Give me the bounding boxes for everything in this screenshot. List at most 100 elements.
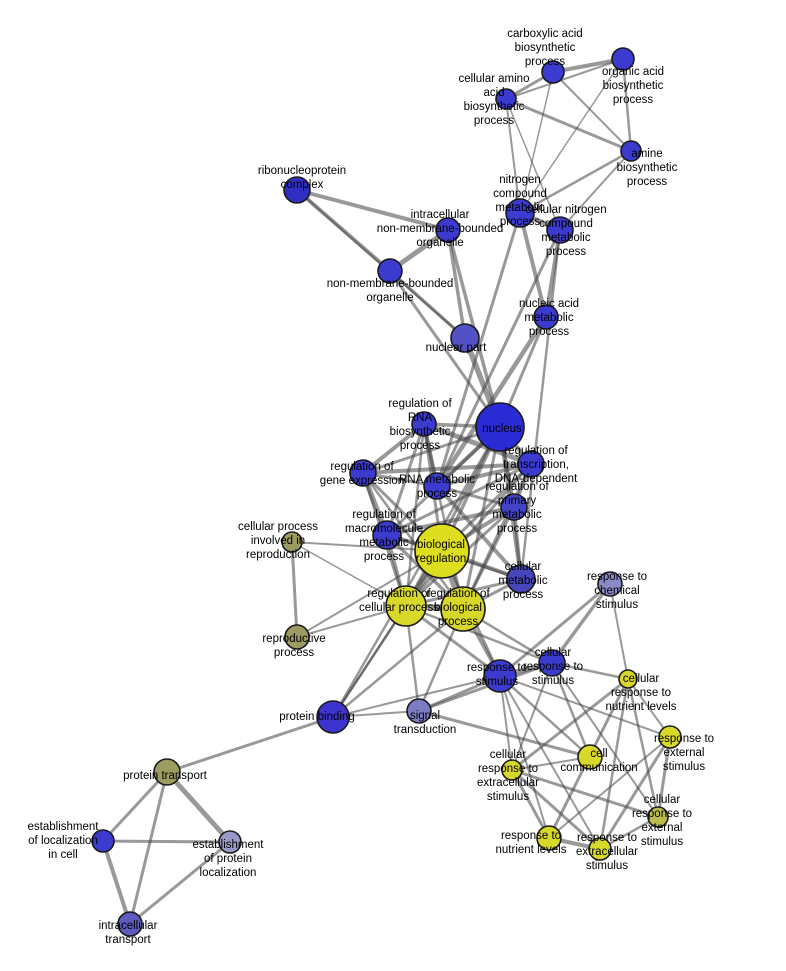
edge-protein_transport--estab_loc_cell bbox=[101, 770, 169, 843]
node-reg_gene_expr[interactable] bbox=[349, 459, 377, 487]
edge-carboxylic--nitrogen_compound bbox=[519, 71, 554, 214]
nodes-layer bbox=[91, 47, 682, 937]
edge-intracellular_nmbo--nuclear_part bbox=[446, 228, 467, 340]
edge-reproductive_process--biological_regulation bbox=[296, 550, 443, 638]
edge-estab_loc_cell--estab_protein_loc bbox=[101, 839, 232, 844]
edge-cellular_resp_stimulus--cell_communication bbox=[550, 661, 592, 759]
edge-response_chemical--cellular_resp_nutrient bbox=[609, 583, 629, 680]
edge-ribonucleoprotein--intracellular_nmbo bbox=[295, 188, 450, 232]
edge-estab_loc_cell--intracellular_transport bbox=[101, 839, 132, 926]
node-organic[interactable] bbox=[611, 47, 635, 71]
node-response_chemical[interactable] bbox=[597, 571, 623, 597]
edge-cellular_amino--amine bbox=[504, 97, 633, 153]
node-carboxylic[interactable] bbox=[541, 60, 565, 84]
edge-carboxylic--organic bbox=[551, 57, 625, 74]
node-intracellular_nmbo[interactable] bbox=[435, 217, 461, 243]
node-ribonucleoprotein[interactable] bbox=[283, 176, 311, 204]
edge-rna_metabolic--cellular_metabolic bbox=[435, 484, 523, 581]
node-reproductive_process[interactable] bbox=[284, 624, 310, 650]
edge-response_stimulus--response_nutrient bbox=[499, 675, 550, 839]
node-reg_transcription[interactable] bbox=[517, 450, 545, 478]
node-protein_transport[interactable] bbox=[153, 758, 181, 786]
edge-cellular_resp_nutrient--response_external bbox=[627, 678, 671, 738]
node-nuclear_part[interactable] bbox=[450, 323, 480, 353]
node-estab_protein_loc[interactable] bbox=[218, 830, 242, 854]
node-response_extracellular[interactable] bbox=[588, 837, 612, 861]
label-protein_binding: protein binding bbox=[279, 711, 354, 723]
edge-reg_rna_biosyn--reg_transcription bbox=[421, 421, 534, 467]
node-biological_regulation[interactable] bbox=[414, 523, 470, 579]
node-rna_metabolic[interactable] bbox=[423, 472, 451, 500]
edge-cellular_amino--cellular_nitrogen bbox=[505, 98, 561, 231]
label-nucleus: nucleus bbox=[482, 423, 522, 435]
node-nitrogen_compound[interactable] bbox=[505, 198, 535, 228]
node-reg_macromolecule[interactable] bbox=[372, 520, 402, 550]
edge-reg_primary--reg_macromolecule bbox=[385, 505, 516, 537]
node-reg_primary[interactable] bbox=[500, 493, 528, 521]
edge-response_stimulus--cell_communication bbox=[498, 674, 592, 759]
node-response_stimulus[interactable] bbox=[483, 659, 517, 693]
edge-nitrogen_compound--nucleic_acid bbox=[518, 211, 548, 319]
label-nuclear_part: nuclear part bbox=[426, 342, 488, 354]
node-nmbo[interactable] bbox=[377, 258, 403, 284]
edge-protein_binding--response_stimulus bbox=[332, 675, 501, 718]
edge-protein_binding--protein_transport bbox=[165, 715, 335, 774]
edge-carboxylic--amine bbox=[552, 71, 632, 152]
node-response_external[interactable] bbox=[658, 725, 682, 749]
edge-cell_communication--cellular_resp_extracellular bbox=[511, 756, 591, 771]
node-cellular_nitrogen[interactable] bbox=[546, 216, 574, 244]
edge-cellular_nitrogen--rna_metabolic bbox=[435, 228, 562, 488]
edge-response_extracellular--cellular_resp_extracellular bbox=[510, 768, 602, 851]
edge-amine--nitrogen_compound bbox=[518, 149, 633, 215]
node-cellular_resp_extracellular[interactable] bbox=[501, 759, 523, 781]
node-cellular_metabolic[interactable] bbox=[506, 564, 536, 594]
node-cellular_amino[interactable] bbox=[495, 88, 517, 110]
node-nucleic_acid[interactable] bbox=[533, 304, 559, 330]
edge-cell_process_repro--reg_cellular_proc bbox=[291, 541, 407, 607]
node-cellular_resp_nutrient[interactable] bbox=[618, 669, 638, 689]
edge-protein_transport--intracellular_transport bbox=[128, 770, 169, 926]
node-intracellular_transport[interactable] bbox=[117, 911, 143, 937]
edge-cellular_nitrogen--cellular_metabolic bbox=[519, 228, 562, 581]
node-reg_biological_proc[interactable] bbox=[440, 586, 486, 632]
edge-cellular_resp_stimulus--response_chemical bbox=[550, 582, 612, 665]
node-estab_loc_cell[interactable] bbox=[91, 829, 115, 853]
edge-protein_binding--nucleus bbox=[331, 425, 502, 719]
edge-estab_protein_loc--intracellular_transport bbox=[128, 840, 232, 926]
node-signal_transduction[interactable] bbox=[406, 698, 432, 724]
node-response_nutrient[interactable] bbox=[536, 825, 562, 851]
node-cellular_resp_external[interactable] bbox=[647, 806, 669, 828]
edge-protein_transport--estab_protein_loc bbox=[164, 769, 233, 845]
node-reg_rna_biosyn[interactable] bbox=[411, 411, 437, 437]
edge-amine--cellular_nitrogen bbox=[559, 150, 632, 231]
node-amine[interactable] bbox=[620, 140, 642, 162]
edge-response_stimulus--response_external bbox=[499, 675, 671, 738]
node-nucleus[interactable] bbox=[475, 402, 525, 452]
node-cellular_resp_stimulus[interactable] bbox=[538, 649, 566, 677]
edge-signal_transduction--cell_communication bbox=[417, 709, 592, 759]
node-cell_process_repro[interactable] bbox=[281, 531, 303, 553]
node-reg_cellular_proc[interactable] bbox=[385, 585, 427, 627]
node-cell_communication[interactable] bbox=[577, 744, 603, 770]
edge-response_external--response_extracellular bbox=[598, 735, 672, 851]
node-protein_binding[interactable] bbox=[316, 700, 350, 734]
edge-cellular_resp_stimulus--cellular_resp_external bbox=[551, 662, 659, 818]
